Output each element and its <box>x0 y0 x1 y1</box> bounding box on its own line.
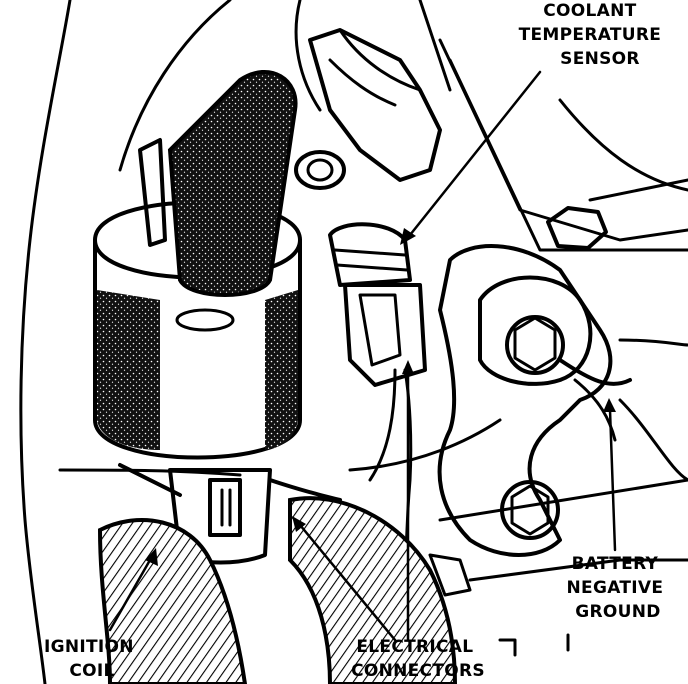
engine-background-lines <box>19 0 688 684</box>
electrical-connectors-label-line1: ELECTRICAL <box>356 637 473 657</box>
coolant-sensor-label: COOLANT TEMPERATURE SENSOR <box>519 1 668 69</box>
coolant-hose <box>97 496 458 684</box>
ignition-coil-label: IGNITION COIL <box>44 637 140 681</box>
coolant-sensor-label-line2: TEMPERATURE <box>519 25 662 45</box>
ignition-coil-label-line1: IGNITION <box>44 637 134 657</box>
battery-ground-label-line2: NEGATIVE <box>567 578 664 598</box>
harness-clip <box>428 553 472 597</box>
coolant-sensor-label-line1: COOLANT <box>543 1 636 21</box>
battery-ground-label-line1: BATTERY <box>572 554 659 574</box>
coolant-sensor-body <box>294 28 442 190</box>
electrical-connectors-label: ELECTRICAL CONNECTORS <box>351 637 485 681</box>
leader-lines <box>108 70 617 657</box>
battery-ground-label-line3: GROUND <box>575 602 660 622</box>
coolant-sensor-label-line3: SENSOR <box>560 49 640 69</box>
electrical-connectors-label-line2: CONNECTORS <box>351 661 485 681</box>
battery-ground-label: BATTERY NEGATIVE GROUND <box>567 554 670 622</box>
ignition-coil <box>93 69 342 565</box>
ignition-coil-label-line2: COIL <box>69 661 114 681</box>
battery-ground-bracket <box>437 206 632 557</box>
